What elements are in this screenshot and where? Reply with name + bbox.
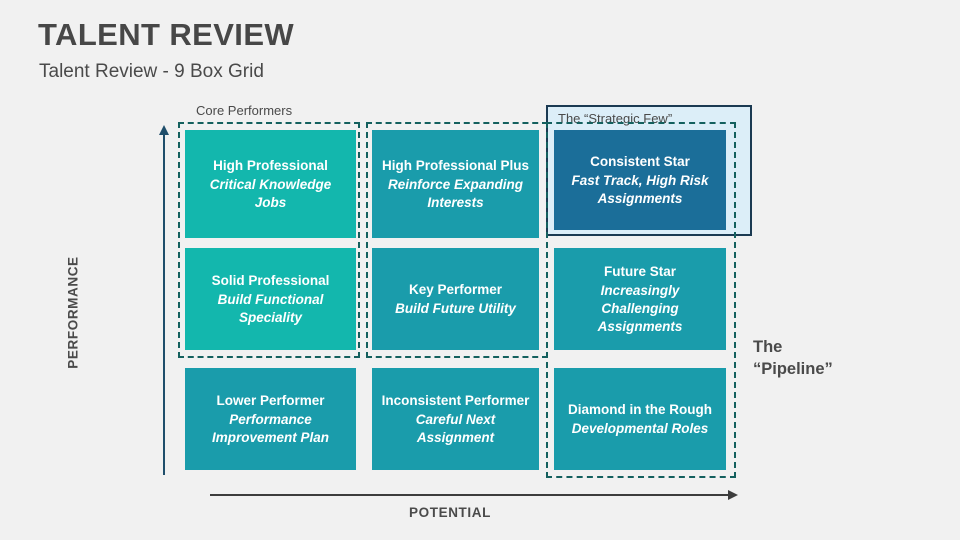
cell-title: Solid Professional	[211, 272, 330, 288]
x-axis-label: POTENTIAL	[409, 505, 491, 520]
cell-subtitle: Build Functional Speciality	[217, 291, 324, 325]
cell-title: Consistent Star	[590, 153, 690, 169]
cell-subtitle: Build Future Utility	[395, 300, 516, 316]
cell-title: Future Star	[603, 263, 676, 279]
grid-cell-consistent-star[interactable]: Consistent Star Fast Track, High Risk As…	[554, 130, 726, 230]
y-axis-line	[163, 133, 165, 475]
cell-subtitle: Critical Knowledge Jobs	[209, 176, 332, 210]
cell-title: Diamond in the Rough	[568, 401, 712, 417]
cell-title: High Professional Plus	[381, 157, 530, 173]
cell-title: Inconsistent Performer	[381, 392, 530, 408]
cell-title: Key Performer	[408, 281, 503, 297]
cell-title: Lower Performer	[216, 392, 325, 408]
cell-subtitle: Fast Track, High Risk Assignments	[571, 172, 709, 206]
cell-subtitle: Developmental Roles	[571, 420, 709, 436]
cell-subtitle: Increasingly Challenging Assignments	[597, 282, 683, 334]
grid-cell-inconsistent-performer[interactable]: Inconsistent Performer Careful Next Assi…	[372, 368, 539, 470]
page-subtitle: Talent Review - 9 Box Grid	[39, 61, 264, 82]
grid-cell-diamond-in-the-rough[interactable]: Diamond in the Rough Developmental Roles	[554, 368, 726, 470]
y-axis-label: PERFORMANCE	[65, 256, 81, 369]
grid-cell-lower-performer[interactable]: Lower Performer Performance Improvement …	[185, 368, 356, 470]
y-axis-arrow-icon	[159, 125, 169, 135]
group-pipeline	[546, 122, 736, 478]
x-axis-arrow-icon	[728, 490, 738, 500]
group-pipeline-label-line-1: The	[753, 338, 783, 356]
group-pipeline-label-line-2: “Pipeline”	[753, 360, 833, 378]
grid-cell-future-star[interactable]: Future Star Increasingly Challenging Ass…	[554, 248, 726, 350]
group-core-performers	[178, 122, 360, 358]
group-pipeline-label: The “Pipeline”	[753, 336, 833, 380]
page-title: TALENT REVIEW	[38, 17, 295, 52]
grid-cell-key-performer[interactable]: Key Performer Build Future Utility	[372, 248, 539, 350]
cell-subtitle: Performance Improvement Plan	[211, 411, 330, 445]
grid-cell-solid-professional[interactable]: Solid Professional Build Functional Spec…	[185, 248, 356, 350]
group-core-performers-label: Core Performers	[196, 103, 293, 118]
cell-title: High Professional	[213, 157, 328, 173]
cell-subtitle: Careful Next Assignment	[415, 411, 496, 445]
grid-cell-high-professional-plus[interactable]: High Professional Plus Reinforce Expandi…	[372, 130, 539, 238]
grid-cell-high-professional[interactable]: High Professional Critical Knowledge Job…	[185, 130, 356, 238]
x-axis-line	[210, 494, 730, 496]
cell-subtitle: Reinforce Expanding Interests	[387, 176, 524, 210]
